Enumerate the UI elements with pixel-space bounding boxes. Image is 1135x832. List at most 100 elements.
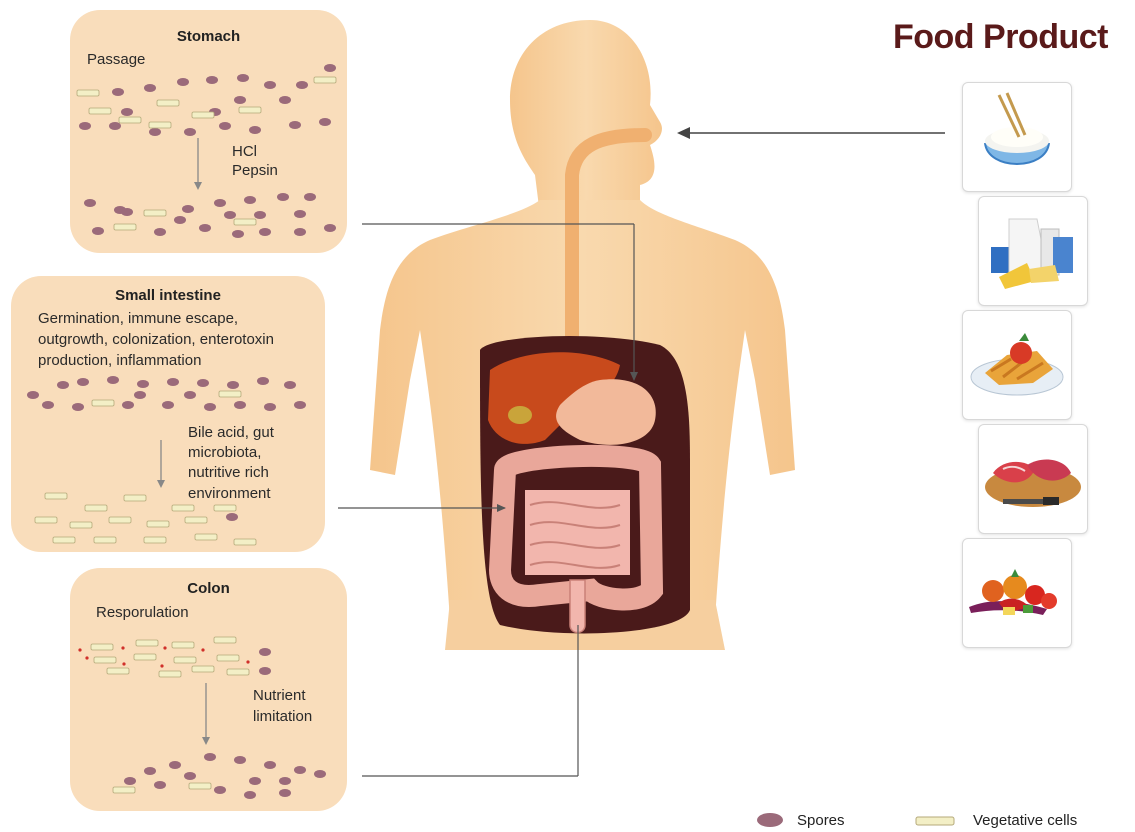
spore-cell [244,196,256,204]
vegetative-cell [189,783,211,789]
vegetative-cell [172,505,194,511]
vegetative-cell [45,493,67,499]
spore-cell [154,781,166,789]
spore-cell [107,376,119,384]
vegetative-cell [53,537,75,543]
spore-cell [232,230,244,238]
spore-cell [257,377,269,385]
spore-cell [204,753,216,761]
spore-cell [124,777,136,785]
vegetative-cell [89,108,111,114]
spore-cell [27,391,39,399]
spore-cell [296,81,308,89]
spore-cell [169,761,181,769]
spore-cell [79,122,91,130]
spore-cell [184,391,196,399]
vegetative-cell [227,669,249,675]
spore-cell [184,772,196,780]
vegetative-cell [107,668,129,674]
spore-cell [324,64,336,72]
spore-cell [284,381,296,389]
spore-cell [234,756,246,764]
red-dot [78,648,81,651]
spore-cell [184,128,196,136]
spore-cell [122,401,134,409]
vegetative-cell [94,657,116,663]
spore-cell [57,381,69,389]
legend-vegetative-label: Vegetative cells [973,812,1077,829]
vegetative-cell [114,224,136,230]
spore-cell [249,777,261,785]
spore-cell [264,761,276,769]
spore-cell [109,122,121,130]
dairy-products-icon [978,196,1088,306]
spore-cell [237,74,249,82]
spore-cell [324,224,336,232]
vegetative-cell [314,77,336,83]
vegetative-cell [149,122,171,128]
red-dot [163,646,166,649]
spore-cell [182,205,194,213]
spore-cell [314,770,326,778]
vegetative-cell [91,644,113,650]
red-dot [85,656,88,659]
vegetative-cell [35,517,57,523]
spore-cell [134,391,146,399]
vegetative-cell [174,657,196,663]
spore-cell [289,121,301,129]
spore-cell [42,401,54,409]
spore-cell [224,211,236,219]
vegetative-cell [192,112,214,118]
food-product-title: Food Product [893,18,1108,57]
spore-cell [259,228,271,236]
vegetative-cell [124,495,146,501]
red-dot [121,646,124,649]
spore-cell [279,777,291,785]
spore-legend-icon [755,812,785,828]
vegetative-cell [214,637,236,643]
spore-cell [137,380,149,388]
red-dot [122,662,125,665]
spore-cell [277,193,289,201]
spore-cell [279,96,291,104]
vegetative-cell [185,517,207,523]
red-dot [160,664,163,667]
spore-cell [214,786,226,794]
spore-cell [259,667,271,675]
spore-cell [319,118,331,126]
spore-cell [294,210,306,218]
vegetative-cell [147,521,169,527]
spore-cell [279,789,291,797]
spore-cell [294,228,306,236]
spore-cell [72,403,84,411]
legend-spores-label: Spores [797,812,845,829]
vegetative-cell [239,107,261,113]
vegetative-cell [119,117,141,123]
vegetative-cell [109,517,131,523]
vegetative-cell-legend-icon [915,814,955,828]
vegetative-cell [172,642,194,648]
spore-cell [77,378,89,386]
vegetative-cell [157,100,179,106]
spore-cell [149,128,161,136]
spore-cell [154,228,166,236]
spore-cell [174,216,186,224]
legend: Spores Vegetative cells [755,808,1135,830]
vegetative-cell [195,534,217,540]
vegetative-cell [219,391,241,397]
spore-cell [197,379,209,387]
spore-cell [304,193,316,201]
spore-cell [226,513,238,521]
vegetative-cell [144,210,166,216]
vegetative-cell [234,219,256,225]
spore-cell [84,199,96,207]
raw-meat-icon [978,424,1088,534]
spore-cell [264,81,276,89]
spore-cell [162,401,174,409]
spore-cell [144,767,156,775]
spore-cell [227,381,239,389]
vegetative-cell [234,539,256,545]
vegetative-cell [70,522,92,528]
red-dot [201,648,204,651]
vegetative-cell [77,90,99,96]
